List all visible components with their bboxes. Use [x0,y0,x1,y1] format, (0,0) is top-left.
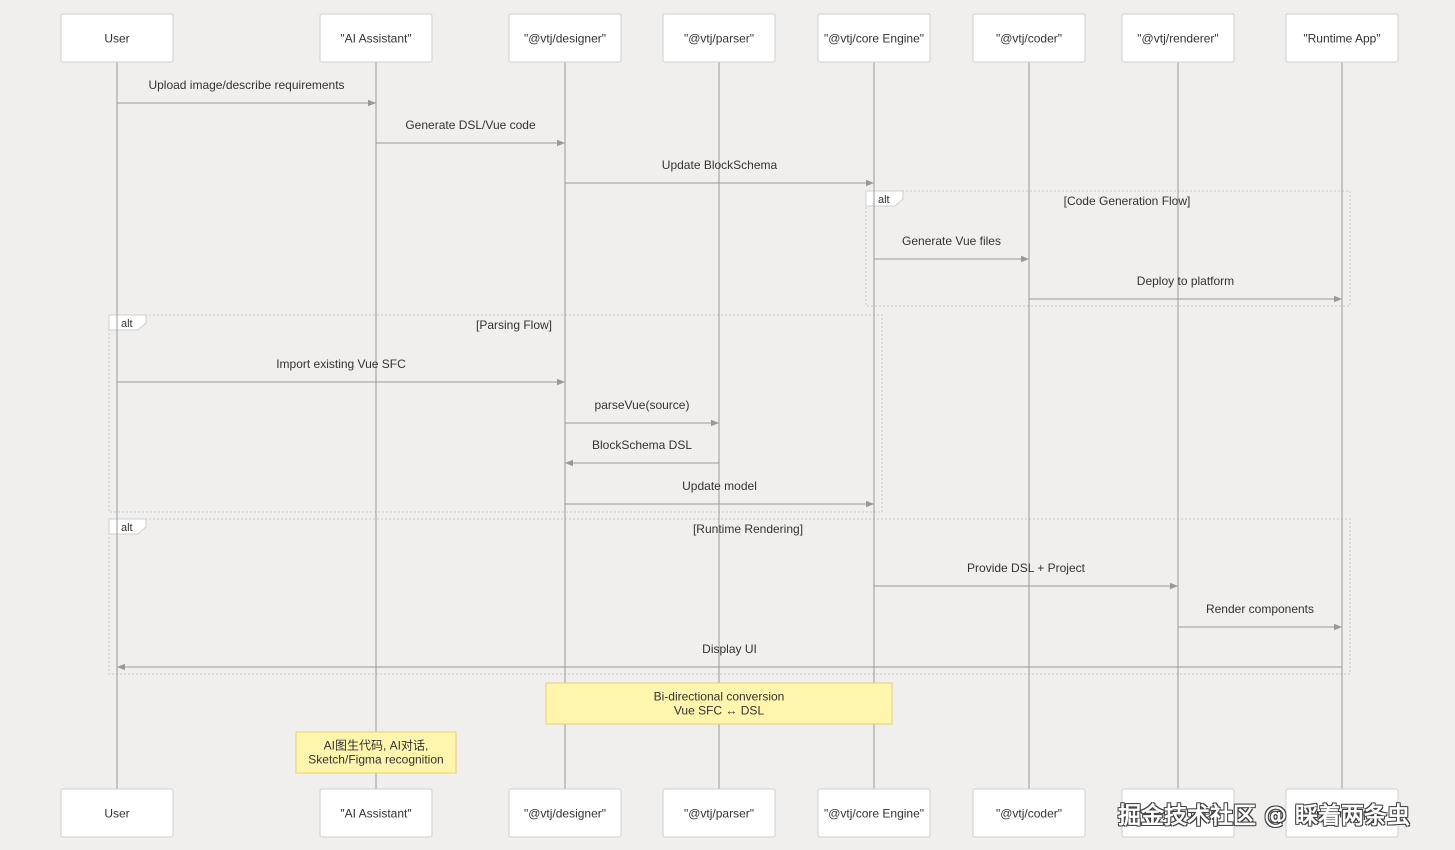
participant-box [508,788,622,838]
fragment-condition: [Parsing Flow] [476,318,552,332]
participant-coder-bottom[interactable]: "@vtj/coder" [972,788,1086,838]
participant-core-bottom[interactable]: "@vtj/core Engine" [817,788,931,838]
participant-label: "@vtj/designer" [524,807,606,821]
note-box [545,682,893,725]
participant-label: "@vtj/parser" [684,32,754,46]
participant-label: "Runtime App" [1303,32,1380,46]
alt-fragment-1: alt [Code Generation Flow] [865,190,1351,307]
message-12: Display UI [117,642,1342,671]
participant-parser-bottom[interactable]: "@vtj/parser" [662,788,776,838]
alt-fragment-3: alt [Runtime Rendering] [108,518,1351,675]
participant-box [1285,13,1399,63]
participant-parser-top[interactable]: "@vtj/parser" [662,13,776,63]
fragment-condition: [Code Generation Flow] [1064,194,1191,208]
message-label: Import existing Vue SFC [276,357,406,371]
participant-runtime-top[interactable]: "Runtime App" [1285,13,1399,63]
participant-box [60,788,174,838]
participant-label: "@vtj/coder" [996,807,1062,821]
fragment-tag: alt [878,194,890,206]
message-label: parseVue(source) [595,398,690,412]
message-11: Render components [1178,602,1342,631]
alt-fragment-2: alt [Parsing Flow] [108,314,883,513]
watermark-text: 掘金技术社区 @ 睬着两条虫 [1118,803,1411,829]
participant-label: "AI Assistant" [340,32,411,46]
note-2: AI图生代码, AI对话,Sketch/Figma recognition [295,731,457,774]
fragment-frame [108,314,883,513]
participant-runtime-bottom[interactable]: "Runtime App" [1285,788,1399,838]
fragment-tag-box [108,518,147,535]
note-text: Vue SFC ↔ DSL [674,704,765,718]
message-label: Update model [682,479,757,493]
participant-user-top[interactable]: User [60,13,174,63]
participant-box [319,13,433,63]
participant-label: "@vtj/parser" [684,807,754,821]
participant-coder-top[interactable]: "@vtj/coder" [972,13,1086,63]
note-box [295,731,457,774]
participant-box [508,13,622,63]
participant-user-bottom[interactable]: User [60,788,174,838]
participant-box [817,13,931,63]
fragment-tag: alt [121,522,133,534]
participant-box [319,788,433,838]
participant-box [817,788,931,838]
message-label: Generate DSL/Vue code [405,118,536,132]
message-label: Generate Vue files [902,234,1001,248]
participant-box [1121,13,1235,63]
participant-label: "Runtime App" [1303,807,1380,821]
message-label: Update BlockSchema [662,158,778,172]
participant-box [972,788,1086,838]
message-4: Generate Vue files [874,234,1029,263]
participant-label: "AI Assistant" [340,807,411,821]
message-6: Import existing Vue SFC [117,357,565,386]
participant-box [1121,788,1235,838]
participant-box [972,13,1086,63]
fragment-tag-box [108,314,147,331]
fragment-frame [108,518,1351,675]
message-8: BlockSchema DSL [565,438,719,467]
fragment-tag: alt [121,318,133,330]
message-label: Provide DSL + Project [967,561,1086,575]
participant-label: "@vtj/renderer" [1137,807,1218,821]
participant-ai-top[interactable]: "AI Assistant" [319,13,433,63]
participant-renderer-top[interactable]: "@vtj/renderer" [1121,13,1235,63]
participant-label: "@vtj/core Engine" [824,807,924,821]
fragment-tag-box [865,190,904,207]
participant-box [60,13,174,63]
participant-label: "@vtj/coder" [996,32,1062,46]
note-text: Bi-directional conversion [654,690,785,704]
note-text: AI图生代码, AI对话, [324,739,429,753]
participant-core-top[interactable]: "@vtj/core Engine" [817,13,931,63]
message-3: Update BlockSchema [565,158,874,187]
participant-box [662,13,776,63]
participant-designer-top[interactable]: "@vtj/designer" [508,13,622,63]
message-label: Upload image/describe requirements [148,78,344,92]
participant-designer-bottom[interactable]: "@vtj/designer" [508,788,622,838]
note-text: Sketch/Figma recognition [308,753,443,767]
message-7: parseVue(source) [565,398,719,427]
participant-label: User [104,32,129,46]
message-5: Deploy to platform [1029,274,1342,303]
message-9: Update model [565,479,874,508]
message-label: Display UI [702,642,757,656]
participant-box [662,788,776,838]
participant-label: "@vtj/designer" [524,32,606,46]
message-label: BlockSchema DSL [592,438,692,452]
participant-renderer-bottom[interactable]: "@vtj/renderer" [1121,788,1235,838]
participant-label: "@vtj/core Engine" [824,32,924,46]
participant-box [1285,788,1399,838]
message-10: Provide DSL + Project [874,561,1178,590]
message-2: Generate DSL/Vue code [376,118,565,147]
fragment-condition: [Runtime Rendering] [693,522,803,536]
fragment-frame [865,190,1351,307]
message-1: Upload image/describe requirements [117,78,376,107]
message-label: Render components [1206,602,1314,616]
participant-ai-bottom[interactable]: "AI Assistant" [319,788,433,838]
participant-label: User [104,807,129,821]
participant-label: "@vtj/renderer" [1137,32,1218,46]
message-label: Deploy to platform [1137,274,1234,288]
